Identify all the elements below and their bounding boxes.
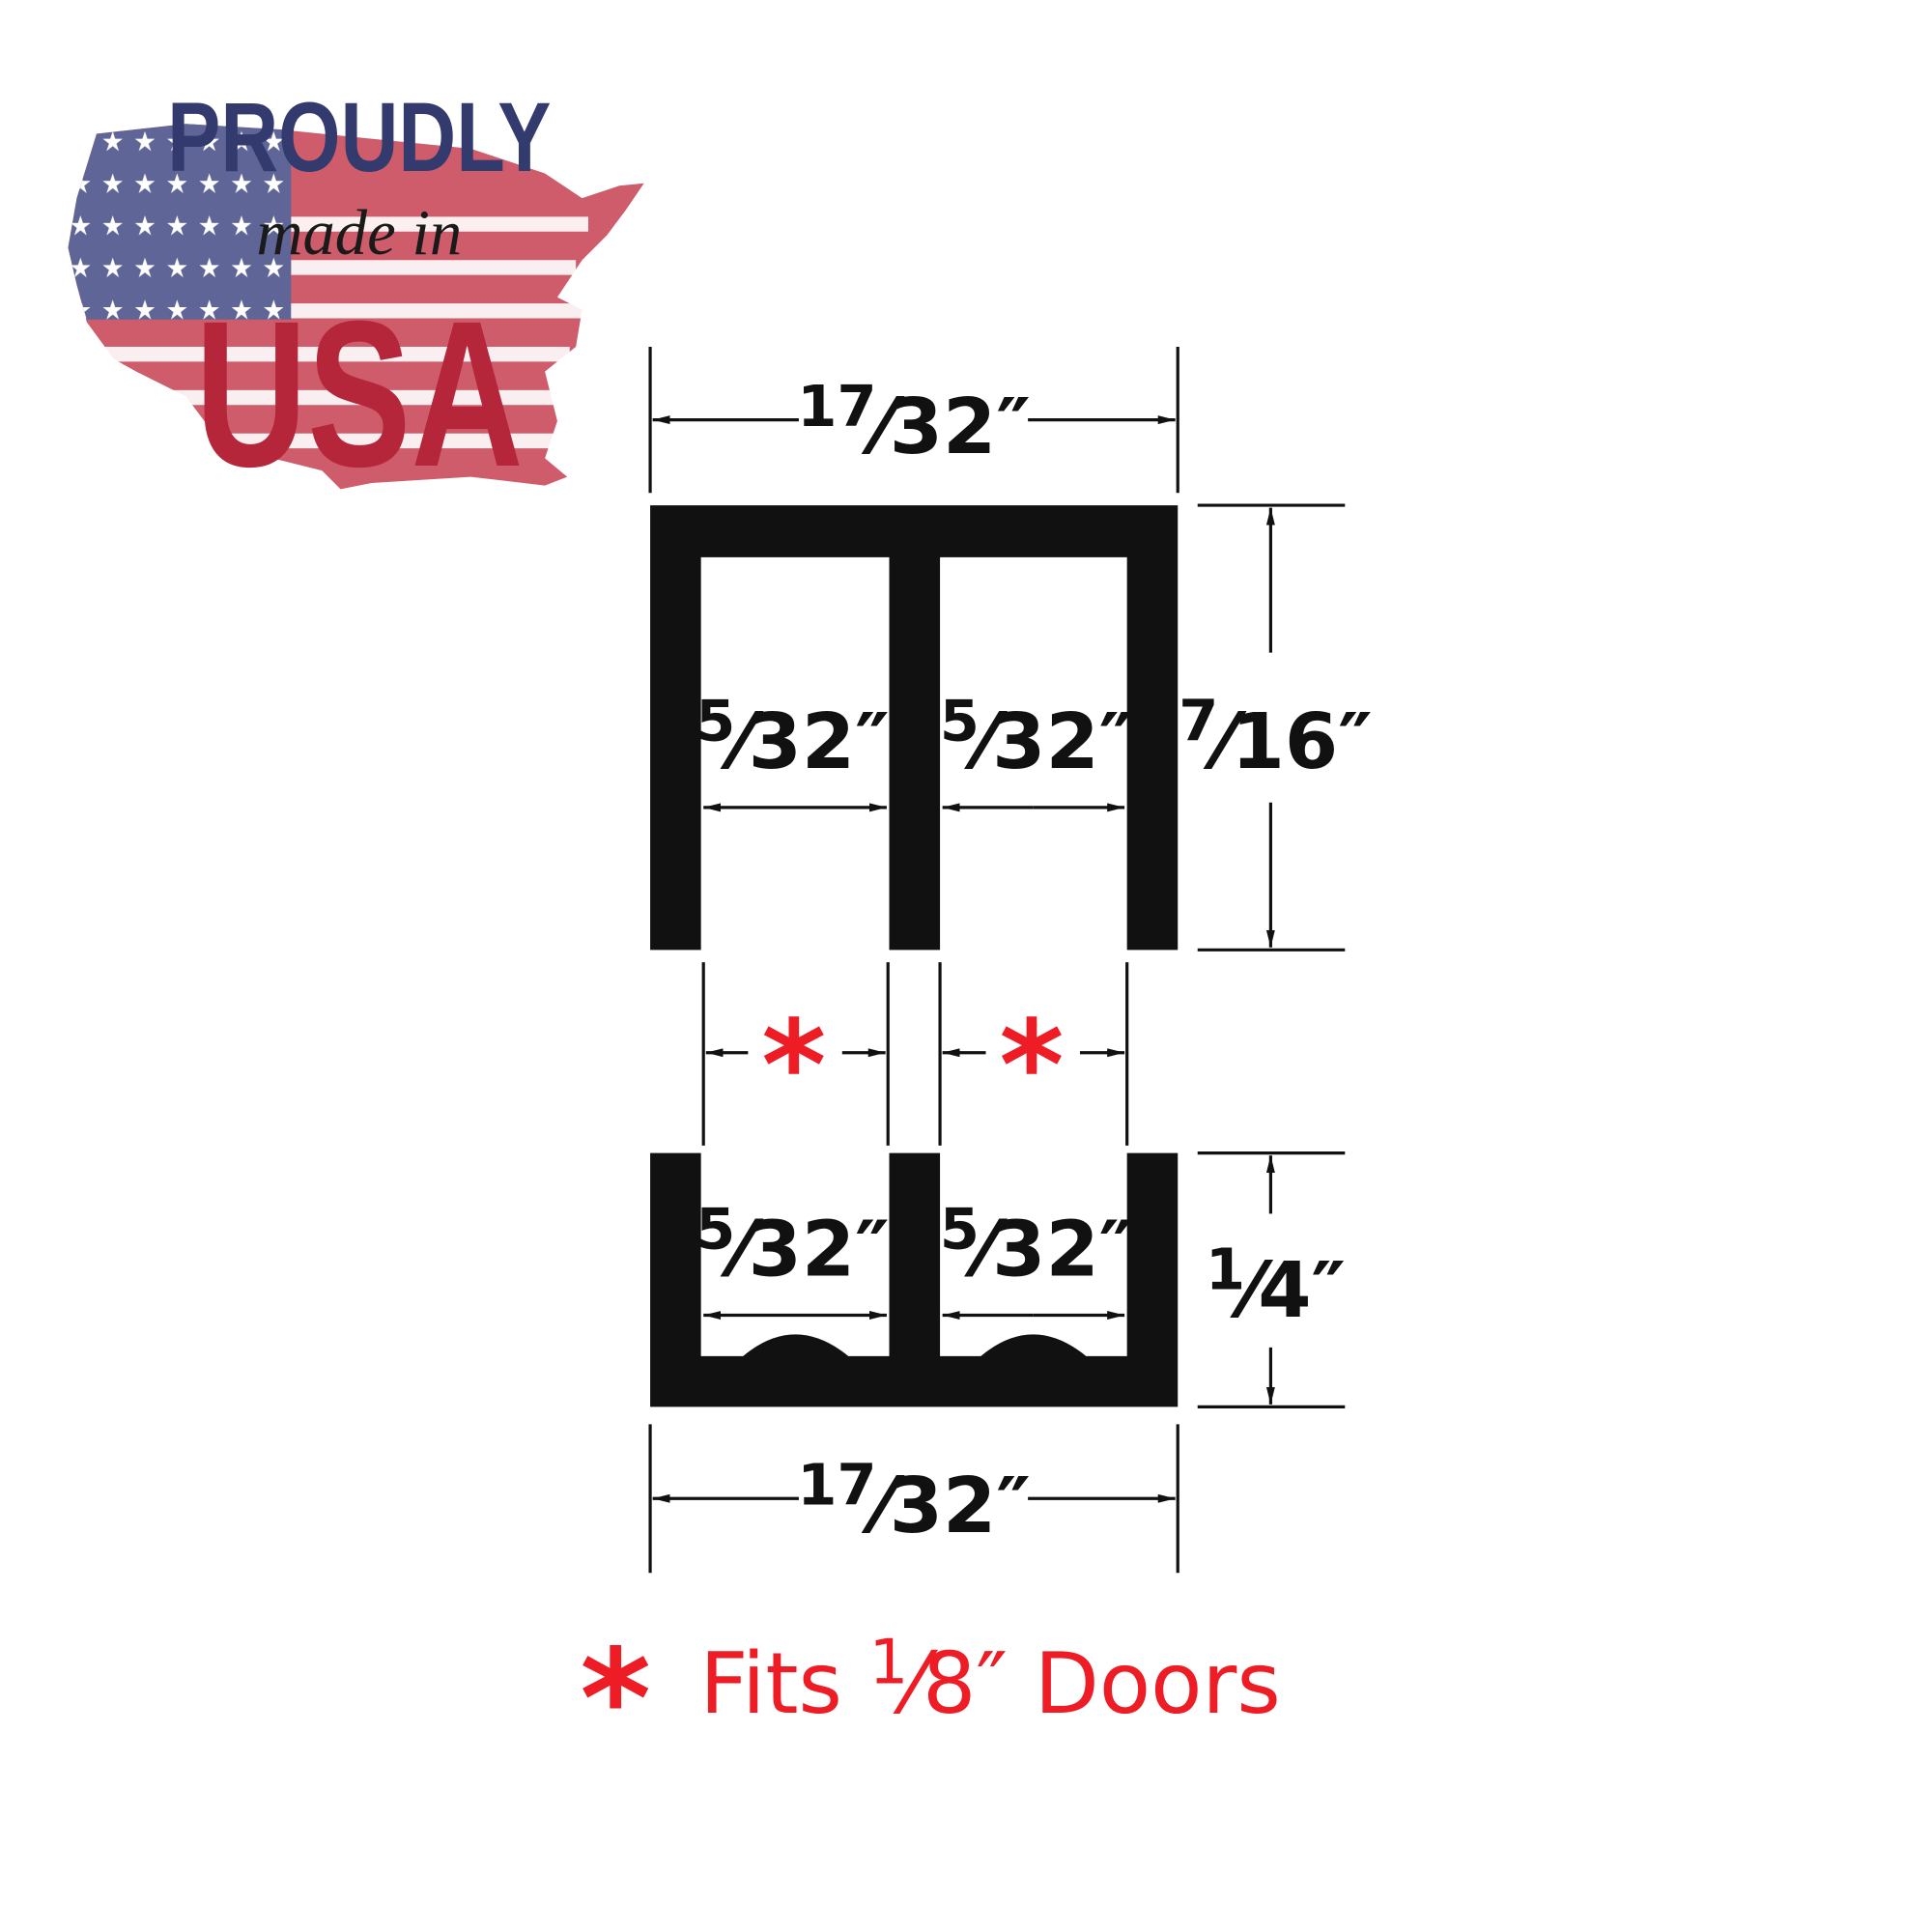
logo-usa: USA xyxy=(195,277,524,510)
svg-text:17⁄32″: 17⁄32″ xyxy=(797,1452,1030,1550)
svg-text:7⁄16″: 7⁄16″ xyxy=(1179,688,1372,786)
door-asterisk-right: * xyxy=(999,994,1064,1138)
logo-made-in: made in xyxy=(256,198,462,269)
svg-text:5⁄32″: 5⁄32″ xyxy=(696,1195,889,1293)
dimension-bottom-channel-right: 5⁄32″ xyxy=(940,1195,1133,1321)
legend-asterisk: * xyxy=(580,1621,651,1779)
svg-text:5⁄32″: 5⁄32″ xyxy=(940,688,1133,786)
logo-proudly: PROUDLY xyxy=(167,81,551,192)
dimension-bottom-channel-left: 5⁄32″ xyxy=(696,1195,890,1321)
dimension-top-width: 17⁄32″ xyxy=(648,346,1179,494)
legend-fits-doors: * Fits 1⁄8″ Doors xyxy=(580,1621,1280,1779)
legend-text-before: Fits xyxy=(699,1634,842,1733)
door-asterisk-left: * xyxy=(761,994,826,1138)
dimension-top-channel-right: 5⁄32″ xyxy=(940,688,1133,812)
top-track-profile xyxy=(650,505,1179,951)
bottom-track-profile xyxy=(650,1152,1179,1407)
svg-text:17⁄32″: 17⁄32″ xyxy=(797,373,1030,471)
flag-stars-icon xyxy=(68,124,292,320)
dimension-top-height: 7⁄16″ xyxy=(1179,503,1373,952)
svg-text:1⁄4″: 1⁄4″ xyxy=(1206,1236,1346,1335)
made-in-usa-logo: PROUDLY made in USA xyxy=(68,81,644,510)
svg-text:5⁄32″: 5⁄32″ xyxy=(696,688,889,786)
legend-text-after: Doors xyxy=(1035,1634,1281,1733)
svg-text:Fits 1⁄8″ Doors: Fits 1⁄8″ Doors xyxy=(699,1627,1280,1733)
door-gap-markers: * * xyxy=(701,962,1129,1146)
svg-text:5⁄32″: 5⁄32″ xyxy=(940,1195,1133,1293)
dimension-top-channel-left: 5⁄32″ xyxy=(696,688,890,812)
dimension-bottom-height: 1⁄4″ xyxy=(1197,1151,1346,1409)
dimension-bottom-width: 17⁄32″ xyxy=(648,1424,1179,1574)
